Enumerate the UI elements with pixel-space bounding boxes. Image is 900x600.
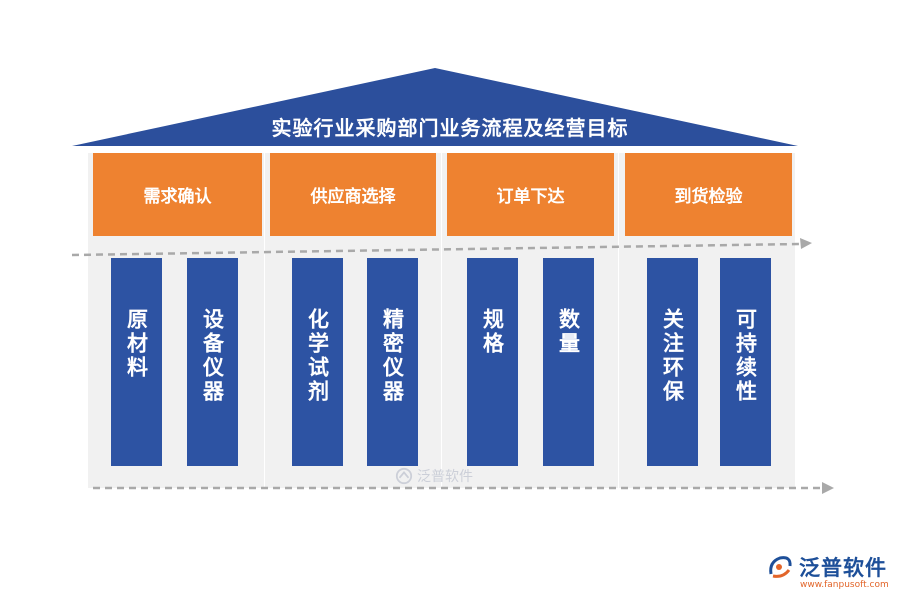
item-label: 规格 xyxy=(480,308,505,356)
watermark-text: 泛普软件 xyxy=(417,469,473,485)
stage-header-3: 订单下达 xyxy=(447,153,614,236)
item-label: 设备仪器 xyxy=(200,308,225,404)
stage-header-4: 到货检验 xyxy=(625,153,792,236)
item-label: 化学试剂 xyxy=(305,308,330,404)
item-bar: 规格 xyxy=(467,258,518,466)
diagram-title: 实验行业采购部门业务流程及经营目标 xyxy=(271,116,629,140)
stage-header-1: 需求确认 xyxy=(93,153,262,236)
item-bar: 设备仪器 xyxy=(187,258,238,466)
top-arrowhead xyxy=(800,238,812,249)
item-bar: 化学试剂 xyxy=(292,258,343,466)
item-label: 关注环保 xyxy=(660,308,685,404)
item-bar: 关注环保 xyxy=(647,258,698,466)
item-label: 数量 xyxy=(556,308,581,356)
stage-header-2: 供应商选择 xyxy=(270,153,436,236)
item-bar: 可持续性 xyxy=(720,258,771,466)
fanpu-logo-icon xyxy=(769,556,792,578)
watermark: 泛普软件 xyxy=(395,466,473,486)
item-label: 可持续性 xyxy=(733,308,758,404)
brand-logo: 泛普软件 xyxy=(765,552,887,582)
item-bar: 精密仪器 xyxy=(367,258,418,466)
brand-url: www.fanpusoft.com xyxy=(800,580,889,590)
item-label: 精密仪器 xyxy=(380,308,405,404)
item-bar: 数量 xyxy=(543,258,594,466)
bottom-arrowhead xyxy=(822,482,834,494)
roof-shape xyxy=(72,68,798,146)
item-label: 原材料 xyxy=(124,308,149,380)
watermark-logo-icon xyxy=(395,467,413,485)
item-bar: 原材料 xyxy=(111,258,162,466)
brand-name: 泛普软件 xyxy=(799,556,887,580)
